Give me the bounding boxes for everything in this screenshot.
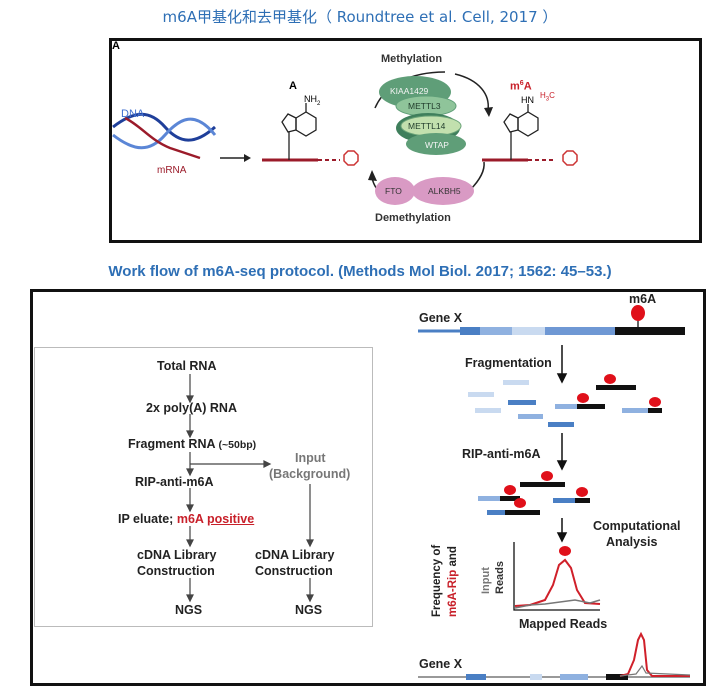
frequency-axis-label: Frequency of xyxy=(431,544,443,617)
eraser-alkbh5: ALKBH5 xyxy=(428,186,461,196)
mapped-reads-label: Mapped Reads xyxy=(519,617,608,631)
input-axis-label: Input xyxy=(480,567,492,594)
input-label: Input xyxy=(295,451,326,465)
fragmentation-label: Fragmentation xyxy=(465,356,552,370)
dna-helix xyxy=(112,112,217,160)
methylation-label: Methylation xyxy=(381,53,443,65)
step-ip-eluate: IP eluate; m6A positive xyxy=(118,512,255,526)
cdna-left-line2: Construction xyxy=(137,564,215,578)
writer-mettl14: METTL14 xyxy=(408,121,446,131)
m6a-amine: HN xyxy=(521,95,534,105)
fragments xyxy=(468,374,662,427)
fragmentation-arrow xyxy=(556,345,568,384)
cdna-right-line2: Construction xyxy=(255,564,333,578)
step-fragment-rna: Fragment RNA (~50bp) xyxy=(128,437,257,451)
adenine-label: A xyxy=(289,80,297,92)
top-figure-title: m6A甲基化和去甲基化（ Roundtree et al. Cell, 2017… xyxy=(162,8,558,26)
ngs-left: NGS xyxy=(175,603,203,617)
ngs-right: NGS xyxy=(295,603,323,617)
writer-mettl3: METTL3 xyxy=(408,101,441,111)
m6a-methyl: H3C xyxy=(540,91,555,103)
mrna-adenine xyxy=(262,103,359,166)
workflow-panel xyxy=(30,289,706,686)
gene-x-track xyxy=(418,305,685,335)
gene-x-bottom-label: Gene X xyxy=(419,657,463,671)
step-total-rna: Total RNA xyxy=(157,359,217,373)
transcription-arrow xyxy=(220,154,251,162)
analysis-label: Analysis xyxy=(606,535,658,549)
computational-label: Computational xyxy=(593,519,681,533)
writer-wtap: WTAP xyxy=(425,140,449,150)
demethylation-label: Demethylation xyxy=(375,212,451,224)
gene-x-label: Gene X xyxy=(419,311,463,325)
mrna-label: mRNA xyxy=(157,165,187,176)
writer-complex xyxy=(379,76,466,155)
cdna-right-line1: cDNA Library xyxy=(255,548,335,562)
panel-label: A xyxy=(112,40,120,52)
reads-axis-label: Reads xyxy=(494,560,506,594)
m6a-site-label: m6A xyxy=(629,292,657,306)
rip-arrow xyxy=(556,433,568,471)
cdna-left-line1: cDNA Library xyxy=(137,548,217,562)
peak-plot xyxy=(513,542,601,611)
bottom-figure-title: Work flow of m6A-seq protocol. (Methods … xyxy=(108,263,612,280)
methylation-panel xyxy=(109,38,702,243)
gene-x-bottom-track xyxy=(418,631,691,680)
m6a-label: m6A xyxy=(510,80,532,93)
dna-label: DNA xyxy=(121,108,145,120)
background-label: (Background) xyxy=(269,467,351,481)
workflow-flowchart xyxy=(34,347,373,627)
writer-kiaa1429: KIAA1429 xyxy=(390,86,429,96)
adenine-amine: NH2 xyxy=(304,94,321,107)
step-polya-rna: 2x poly(A) RNA xyxy=(146,401,237,415)
step-rip: RIP-anti-m6A xyxy=(135,475,214,489)
eraser-fto: FTO xyxy=(385,186,402,196)
mrna-m6a xyxy=(482,104,578,166)
enriched-fragments xyxy=(478,471,590,515)
computational-arrow xyxy=(556,518,568,543)
eraser-complex xyxy=(375,177,474,205)
rip-label: RIP-anti-m6A xyxy=(462,447,541,461)
rip-input-axis-label: m6A-Rip and xyxy=(447,546,459,617)
